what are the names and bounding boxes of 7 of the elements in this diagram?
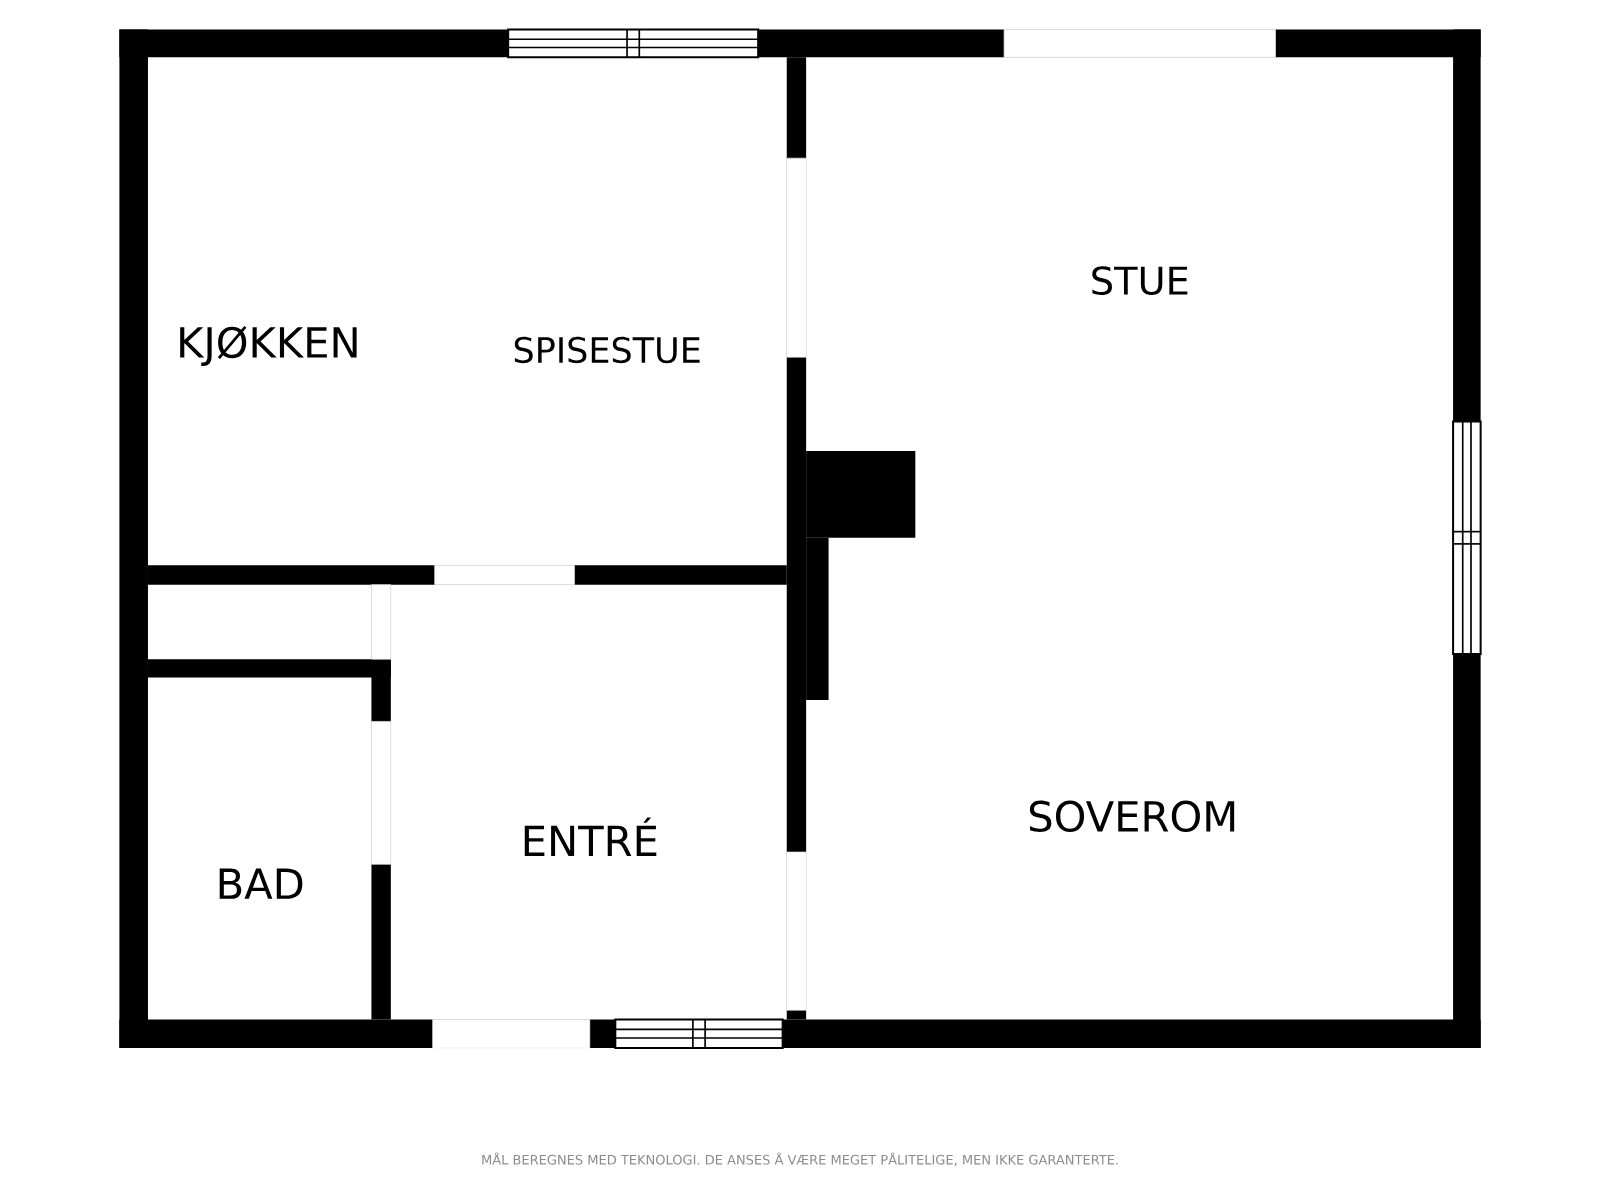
room-label: ENTRÉ — [524, 817, 657, 857]
room-label: STUE — [1092, 266, 1188, 296]
room-label: KJØKKEN — [180, 325, 357, 366]
room-label: BAD — [219, 868, 303, 899]
room-label: SPISESTUE — [514, 336, 700, 364]
disclaimer-note: MÅL BEREGNES MED TEKNOLOGI. DE ANSES Å VÆRE MEGET PÅLITELIGE, MEN IKKE GARANTERTE. — [482, 1152, 1118, 1166]
room-label: SOVEROM — [1029, 800, 1235, 833]
